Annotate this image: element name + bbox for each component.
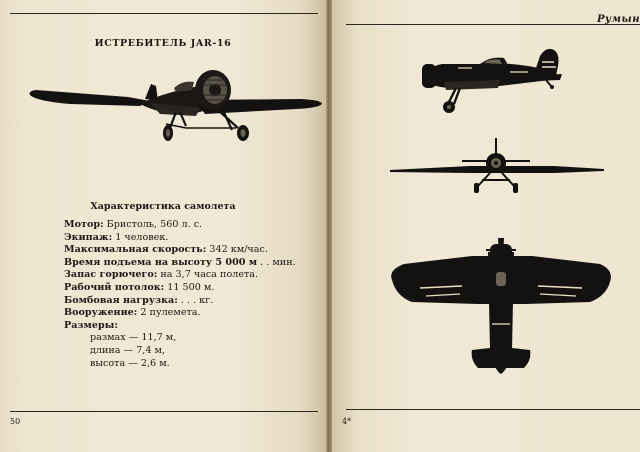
bottom-rule [10, 411, 318, 412]
aircraft-perspective-illustration [29, 70, 322, 141]
page-title: ИСТРЕБИТЕЛЬ JAR-16 [94, 38, 232, 49]
spec-climb-time: Время подъема на высоту 5 000 м . . мин. [64, 256, 296, 268]
spec-max-speed: Максимальная скорость: 342 км/час. [64, 244, 268, 256]
bottom-rule [346, 409, 640, 410]
running-head: Румын [597, 14, 640, 25]
section-heading: Характеристика самолета [90, 201, 236, 212]
aircraft-side-view-silhouette [422, 48, 562, 113]
left-page: ИСТРЕБИТЕЛЬ JAR-16 [0, 0, 327, 452]
spec-ceiling: Рабочий потолок: 11 500 м. [64, 281, 215, 293]
specifications-list: Мотор: Бристоль, 560 л. с. Экипаж: 1 чел… [64, 219, 319, 370]
aircraft-front-view-silhouette [390, 138, 604, 193]
spec-crew: Экипаж: 1 человек. [64, 231, 169, 243]
aircraft-top-view-silhouette [391, 238, 611, 374]
dimension-length: длина — 7,4 м, [90, 344, 166, 356]
book-gutter [326, 0, 332, 452]
page-number-left: 50 [10, 417, 21, 426]
spec-bomb-load: Бомбовая нагрузка: . . . кг. [64, 294, 214, 306]
dimension-height: высота — 2,6 м. [90, 357, 170, 369]
right-page: Румын [332, 0, 640, 452]
spec-armament: Вооружение: 2 пулемета. [64, 307, 201, 319]
page-number-right: 4* [342, 417, 352, 426]
spec-fuel: Запас горючего: на 3,7 часа полета. [64, 269, 259, 281]
top-rule [10, 13, 318, 14]
dimensions-heading: Размеры: [64, 319, 118, 331]
top-rule [346, 24, 640, 25]
dimension-wingspan: размах — 11,7 м, [90, 332, 177, 344]
spec-engine: Мотор: Бристоль, 560 л. с. [64, 219, 203, 230]
